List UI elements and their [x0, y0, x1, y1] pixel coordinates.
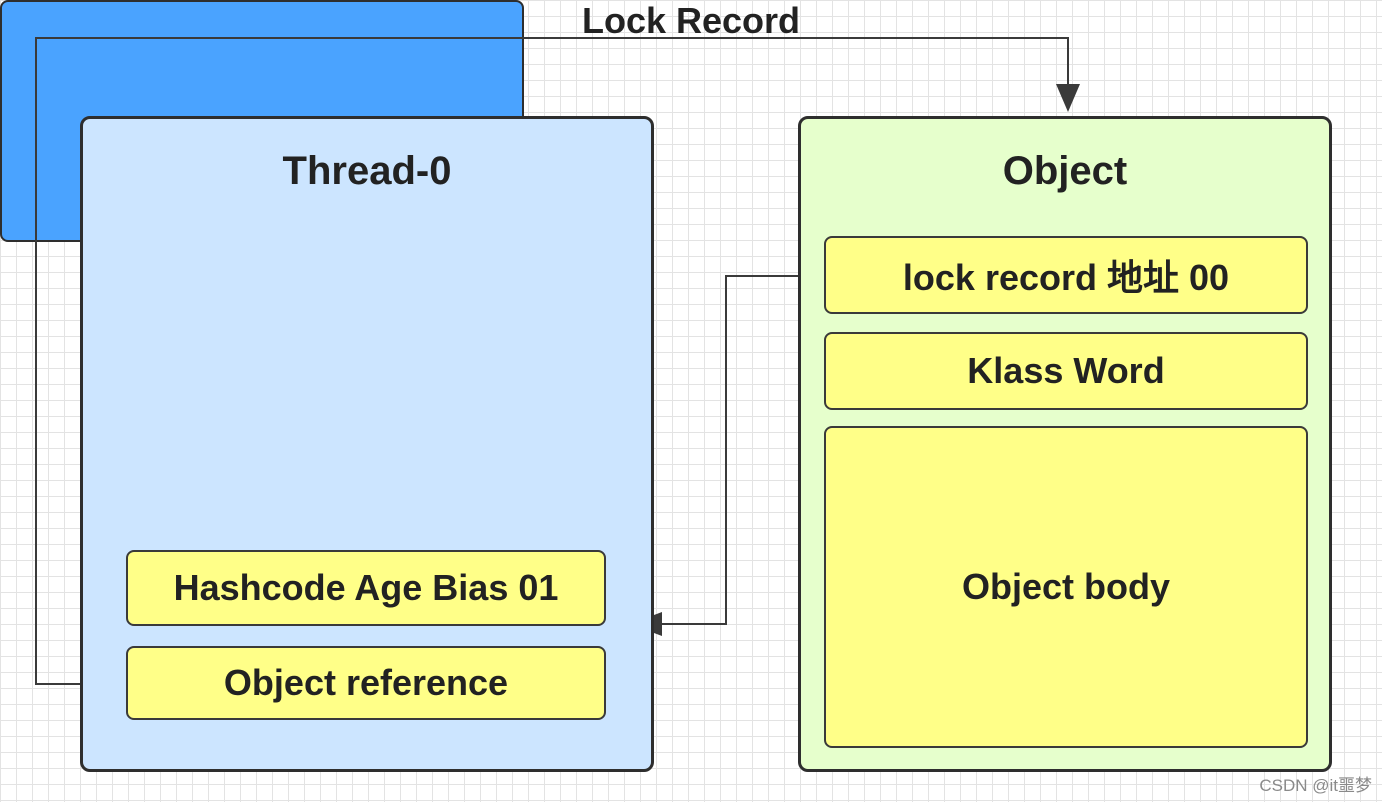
object-reference-field: Object reference: [126, 646, 606, 720]
object-reference-arrowhead: [1056, 84, 1080, 112]
object-title: Object: [1002, 149, 1128, 193]
csdn-watermark: CSDN @it噩梦: [1259, 776, 1372, 795]
thread-title: Thread-0: [282, 149, 452, 193]
lock-record-address-field: lock record 地址 00: [824, 236, 1308, 314]
lock-record-title: Lock Record: [581, 0, 801, 41]
hashcode-age-bias-field: Hashcode Age Bias 01: [126, 550, 606, 626]
object-reference-connector: [35, 37, 1069, 685]
lock-record-address-connector: [660, 275, 824, 625]
klass-word-field: Klass Word: [824, 332, 1308, 410]
object-body-field: Object body: [824, 426, 1308, 748]
